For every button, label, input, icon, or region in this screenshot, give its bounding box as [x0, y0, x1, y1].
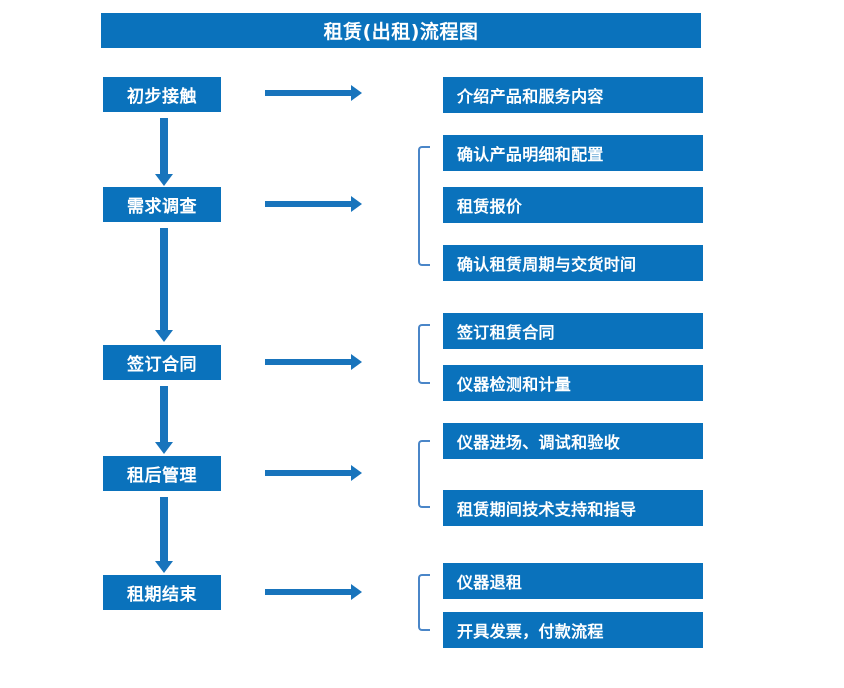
arrow-shaft	[265, 90, 353, 96]
down-arrow-icon	[155, 228, 173, 342]
arrow-head	[351, 196, 362, 212]
arrow-head	[351, 465, 362, 481]
detail-box[interactable]: 介绍产品和服务内容	[443, 77, 703, 113]
right-arrow-icon	[265, 584, 362, 600]
down-arrow-icon	[155, 118, 173, 186]
detail-box[interactable]: 确认租赁周期与交货时间	[443, 245, 703, 281]
arrow-shaft	[265, 359, 353, 365]
detail-box[interactable]: 签订租赁合同	[443, 313, 703, 349]
arrow-shaft	[160, 228, 168, 331]
group-bracket	[418, 146, 430, 266]
group-bracket	[418, 574, 430, 631]
stage-box[interactable]: 租期结束	[103, 575, 221, 610]
right-arrow-icon	[265, 465, 362, 481]
arrow-head	[155, 561, 173, 573]
detail-box[interactable]: 仪器退租	[443, 563, 703, 599]
arrow-head	[351, 354, 362, 370]
detail-box[interactable]: 租赁报价	[443, 187, 703, 223]
detail-box[interactable]: 开具发票，付款流程	[443, 612, 703, 648]
detail-box[interactable]: 仪器检测和计量	[443, 365, 703, 401]
stage-box[interactable]: 租后管理	[103, 456, 221, 491]
detail-box[interactable]: 租赁期间技术支持和指导	[443, 490, 703, 526]
right-arrow-icon	[265, 196, 362, 212]
right-arrow-icon	[265, 85, 362, 101]
arrow-head	[351, 85, 362, 101]
arrow-shaft	[160, 118, 168, 175]
arrow-shaft	[160, 497, 168, 562]
arrow-head	[155, 174, 173, 186]
stage-box[interactable]: 初步接触	[103, 77, 221, 112]
stage-box[interactable]: 签订合同	[103, 345, 221, 380]
arrow-head	[351, 584, 362, 600]
group-bracket	[418, 324, 430, 384]
arrow-head	[155, 330, 173, 342]
arrow-head	[155, 442, 173, 454]
arrow-shaft	[265, 201, 353, 207]
arrow-shaft	[160, 386, 168, 443]
page-title: 租赁(出租)流程图	[101, 13, 701, 48]
right-arrow-icon	[265, 354, 362, 370]
arrow-shaft	[265, 589, 353, 595]
down-arrow-icon	[155, 386, 173, 454]
detail-box[interactable]: 确认产品明细和配置	[443, 135, 703, 171]
arrow-shaft	[265, 470, 353, 476]
stage-box[interactable]: 需求调查	[103, 187, 221, 222]
group-bracket	[418, 440, 430, 508]
detail-box[interactable]: 仪器进场、调试和验收	[443, 423, 703, 459]
down-arrow-icon	[155, 497, 173, 573]
